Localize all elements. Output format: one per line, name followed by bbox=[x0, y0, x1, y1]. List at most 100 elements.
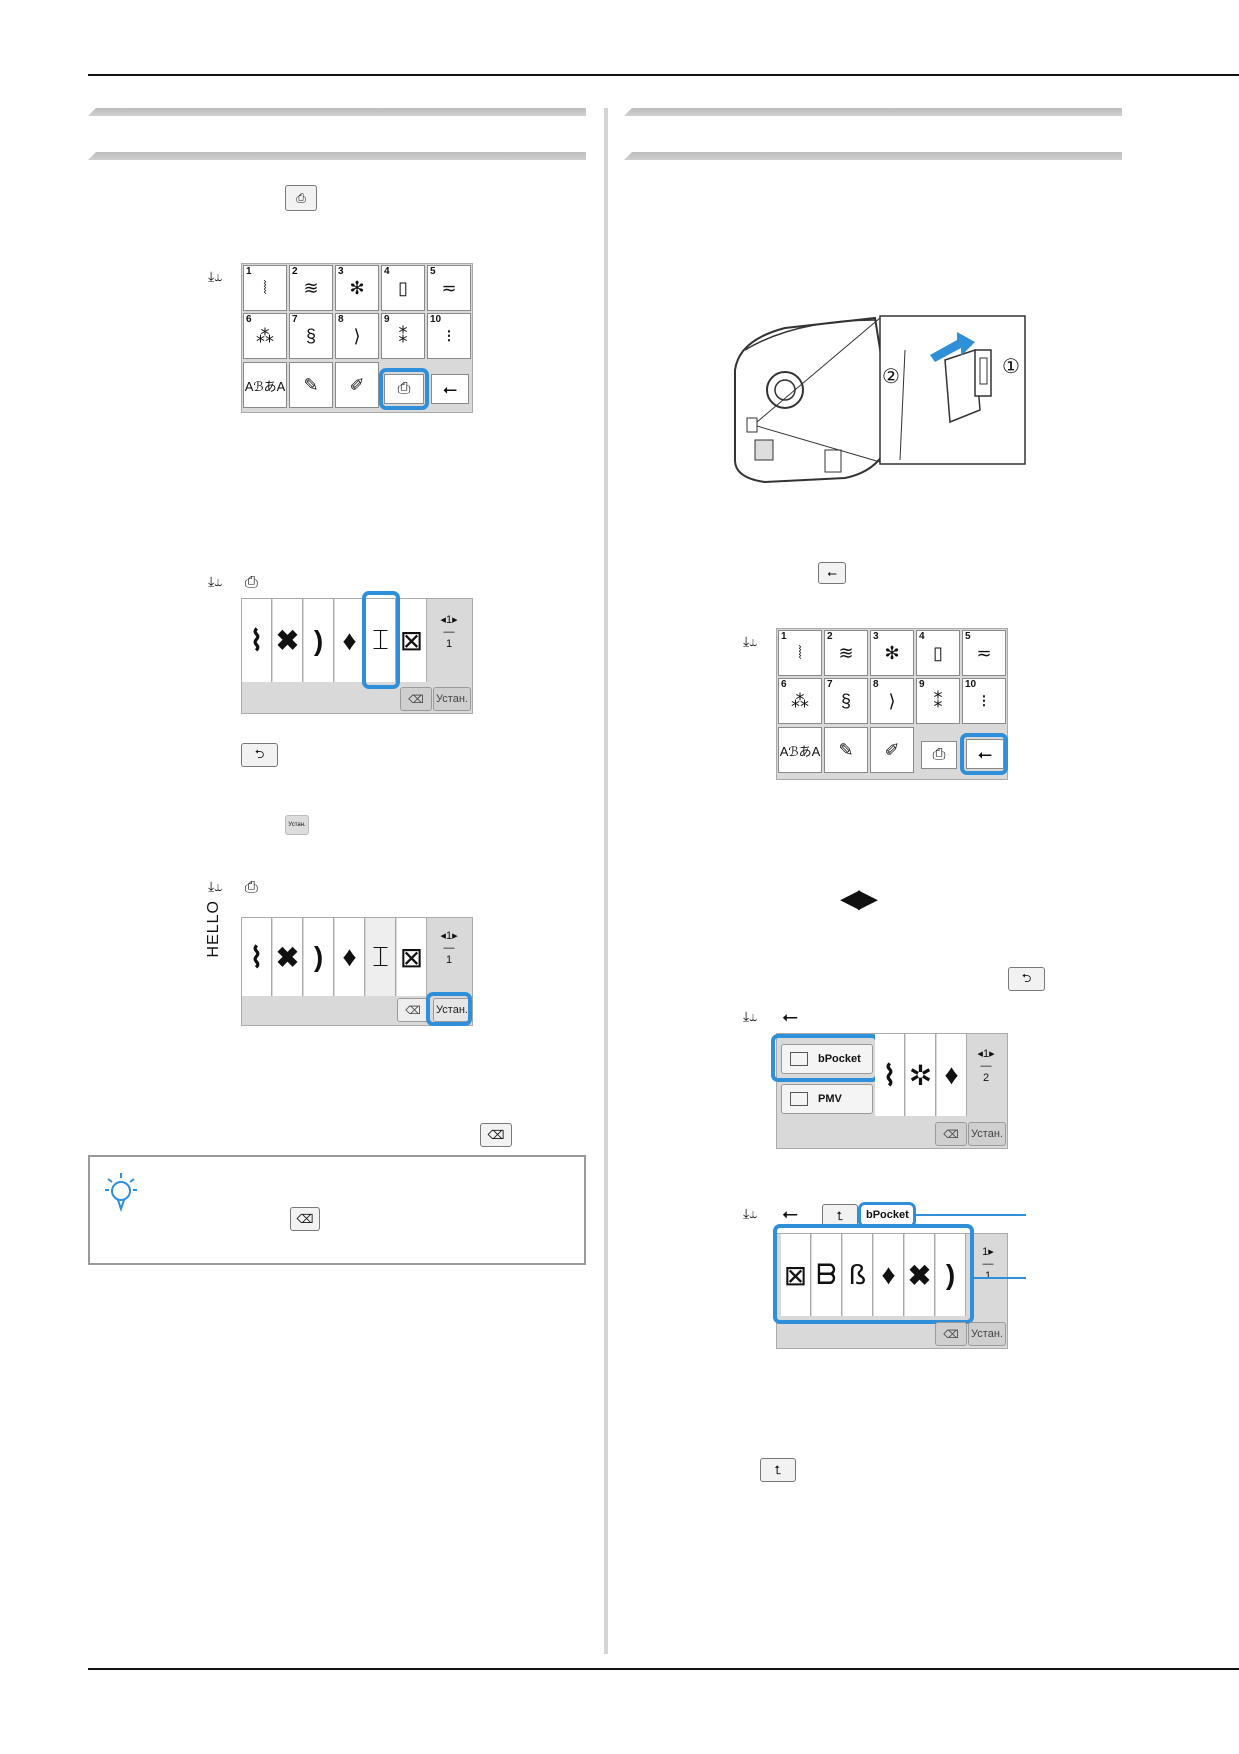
pattern-strip[interactable]: ) bbox=[304, 599, 334, 682]
stitch-glyph-icon: § bbox=[305, 325, 316, 346]
pattern-strip[interactable]: ⊠ bbox=[781, 1234, 811, 1316]
leader-line-patterns bbox=[972, 1277, 1026, 1279]
pattern-strip[interactable]: ) bbox=[936, 1234, 966, 1316]
folder-button-pmv[interactable]: PMV bbox=[781, 1084, 873, 1114]
stitch-category-tile-3[interactable]: 3✻ bbox=[870, 630, 914, 676]
eraser-button[interactable]: ⌫ bbox=[935, 1322, 967, 1346]
stitch-category-tile-5[interactable]: 5≂ bbox=[962, 630, 1006, 676]
stitch-category-tile-9[interactable]: 9⁑ bbox=[916, 678, 960, 724]
pattern-strip[interactable]: ✖ bbox=[905, 1234, 935, 1316]
stitch-category-tile-6[interactable]: 6⁂ bbox=[778, 678, 822, 724]
stitch-glyph-icon: ⁝ bbox=[446, 325, 452, 346]
stitch-category-tile-7[interactable]: 7§ bbox=[824, 678, 868, 724]
pattern-highlight bbox=[362, 591, 400, 689]
screen-e: bPocket PMV ⌇ ✲ ♦ ◂1▸—2 ⌫ Устан. bbox=[771, 1033, 1008, 1149]
pocket-icon-c: ⎙ bbox=[245, 879, 258, 896]
stitch-category-tile-1[interactable]: 1⦚ bbox=[243, 265, 287, 311]
page-indicator[interactable]: ◂1▸—2 bbox=[977, 1048, 995, 1084]
page-indicator[interactable]: ◂1▸—1 bbox=[440, 614, 458, 650]
leader-line-folder bbox=[916, 1214, 1026, 1216]
usb-icon-e: ⭠ bbox=[782, 1006, 798, 1028]
pattern-strip[interactable]: ✖ bbox=[273, 599, 303, 682]
needle-icon-f: ⤓⥿ bbox=[743, 1205, 758, 1221]
stitch-category-tile-4[interactable]: 4▯ bbox=[381, 265, 425, 311]
pattern-strip[interactable]: ♦ bbox=[937, 1034, 967, 1116]
eraser-icon-note: ⌫ bbox=[290, 1207, 320, 1231]
stitch-category-tile-8[interactable]: 8⟩ bbox=[335, 313, 379, 359]
stitch-glyph-icon: ⁑ bbox=[398, 325, 408, 346]
callout-2: ② bbox=[882, 366, 900, 388]
pocket-mode-icon: ⎙ bbox=[285, 185, 317, 211]
eraser-button[interactable]: ⌫ bbox=[397, 998, 429, 1022]
tile-number: 3 bbox=[338, 266, 344, 277]
set-button[interactable]: Устан. bbox=[433, 687, 471, 711]
design-tile[interactable]: ✎ bbox=[289, 362, 333, 408]
pattern-strip[interactable]: ✖ bbox=[273, 918, 303, 996]
set-button[interactable]: Устан. bbox=[968, 1122, 1006, 1146]
stitch-category-tile-2[interactable]: 2≋ bbox=[824, 630, 868, 676]
character-mode-tile[interactable]: AℬあA bbox=[778, 727, 822, 773]
stitch-category-tile-10[interactable]: 10⁝ bbox=[962, 678, 1006, 724]
stitch-category-tile-6[interactable]: 6⁂ bbox=[243, 313, 287, 359]
page-indicator[interactable]: ◂1▸—1 bbox=[440, 930, 458, 966]
screen-c: ⌇ ✖ ) ♦ ⌶ ⊠ ◂1▸—1 ⌫ Устан. bbox=[241, 917, 473, 1026]
pattern-strip[interactable]: ⌶ bbox=[366, 918, 396, 996]
stitch-category-tile-8[interactable]: 8⟩ bbox=[870, 678, 914, 724]
usb-icon-f: ⭠ bbox=[782, 1203, 798, 1225]
pattern-strip[interactable]: ᗷ bbox=[812, 1234, 842, 1316]
pattern-strip[interactable]: ♦ bbox=[335, 918, 365, 996]
needle-icon-e: ⤓⥿ bbox=[743, 1008, 758, 1024]
stitch-category-tile-9[interactable]: 9⁑ bbox=[381, 313, 425, 359]
patterns-highlight bbox=[773, 1224, 974, 1324]
stitch-glyph-icon: ▯ bbox=[933, 642, 943, 663]
mydesign-tile[interactable]: ✐ bbox=[335, 362, 379, 408]
tile-number: 2 bbox=[827, 631, 833, 642]
pocket-button[interactable]: ⎙ bbox=[384, 374, 424, 404]
pattern-strip[interactable]: ⌇ bbox=[242, 599, 272, 682]
pattern-strip[interactable]: ⊠ bbox=[397, 599, 427, 682]
stitch-category-tile-2[interactable]: 2≋ bbox=[289, 265, 333, 311]
screen-d: 1⦚2≋3✻4▯5≂6⁂7§8⟩9⁑10⁝ AℬあA ✎ ✐ ⎙ ⭠ bbox=[776, 628, 1008, 780]
set-button[interactable]: Устан. bbox=[968, 1322, 1006, 1346]
column-divider bbox=[604, 108, 608, 1654]
eraser-button[interactable]: ⌫ bbox=[400, 687, 432, 711]
page-indicator[interactable]: 1▸—1 bbox=[982, 1246, 994, 1282]
mydesign-tile[interactable]: ✐ bbox=[870, 727, 914, 773]
tile-number: 3 bbox=[873, 631, 879, 642]
pattern-strip[interactable]: ⌇ bbox=[875, 1034, 905, 1116]
pattern-strip[interactable]: ♦ bbox=[874, 1234, 904, 1316]
stitch-category-tile-1[interactable]: 1⦚ bbox=[778, 630, 822, 676]
tile-number: 10 bbox=[965, 679, 977, 690]
tile-number: 9 bbox=[384, 314, 390, 325]
design-tile[interactable]: ✎ bbox=[824, 727, 868, 773]
stitch-glyph-icon: ⁂ bbox=[791, 690, 809, 711]
usb-button[interactable]: ⭠ bbox=[966, 739, 1004, 769]
pattern-strip[interactable]: ⌶ bbox=[366, 599, 396, 682]
set-button[interactable]: Устан. bbox=[433, 998, 471, 1022]
pattern-strip[interactable]: ✲ bbox=[906, 1034, 936, 1116]
vertical-text: HELLO bbox=[205, 900, 222, 958]
stitch-category-tile-7[interactable]: 7§ bbox=[289, 313, 333, 359]
back-icon: ⮌ bbox=[241, 743, 278, 767]
folder-button-bpocket[interactable]: bPocket bbox=[781, 1044, 873, 1074]
stitch-category-tile-5[interactable]: 5≂ bbox=[427, 265, 471, 311]
pattern-strip[interactable]: ♦ bbox=[335, 599, 365, 682]
character-mode-tile[interactable]: AℬあA bbox=[243, 362, 287, 408]
stitch-glyph-icon: ⟩ bbox=[353, 325, 361, 346]
tile-number: 4 bbox=[919, 631, 925, 642]
left-section-band-top bbox=[88, 108, 586, 116]
stitch-glyph-icon: ≋ bbox=[303, 277, 319, 298]
stitch-category-tile-3[interactable]: 3✻ bbox=[335, 265, 379, 311]
callout-1: ① bbox=[1002, 356, 1020, 378]
pattern-strip[interactable]: ß bbox=[843, 1234, 873, 1316]
usb-button[interactable]: ⭠ bbox=[431, 374, 469, 404]
stitch-glyph-icon: ▯ bbox=[398, 277, 408, 298]
stitch-category-tile-10[interactable]: 10⁝ bbox=[427, 313, 471, 359]
pattern-strip[interactable]: ⊠ bbox=[397, 918, 427, 996]
pattern-strip[interactable]: ) bbox=[304, 918, 334, 996]
stitch-category-tile-4[interactable]: 4▯ bbox=[916, 630, 960, 676]
pattern-strip[interactable]: ⌇ bbox=[242, 918, 272, 996]
pocket-button[interactable]: ⎙ bbox=[921, 741, 957, 769]
tile-number: 8 bbox=[338, 314, 344, 325]
eraser-button[interactable]: ⌫ bbox=[935, 1122, 967, 1146]
